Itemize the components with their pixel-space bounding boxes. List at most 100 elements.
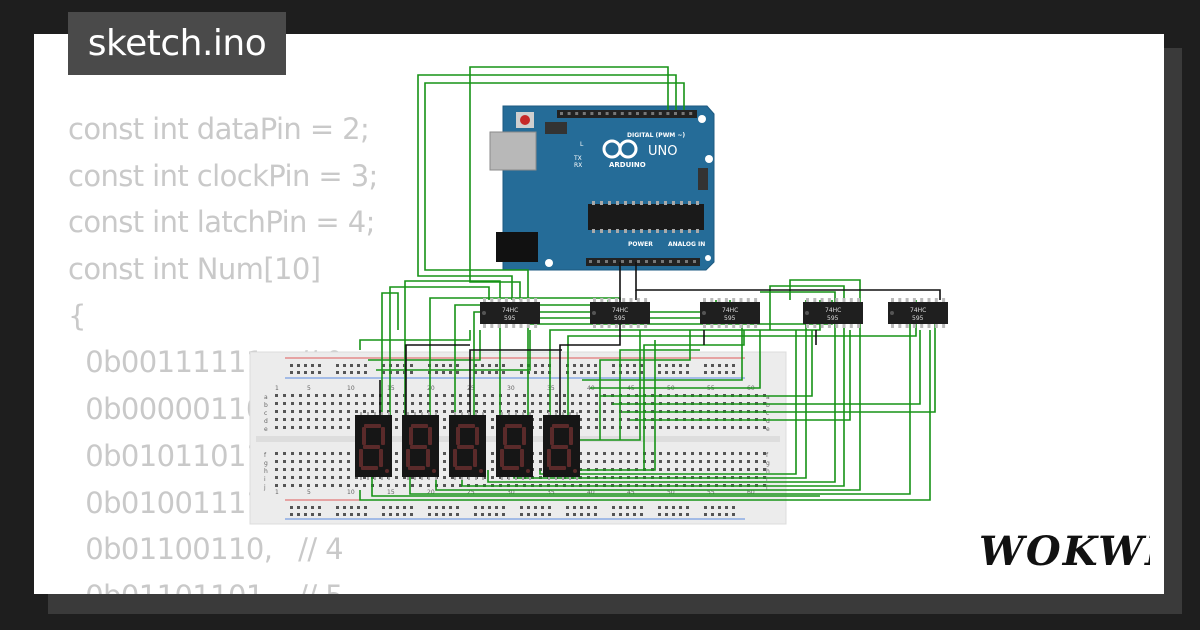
segment <box>381 427 385 445</box>
terminal-hole <box>587 418 590 421</box>
terminal-hole <box>387 484 390 487</box>
terminal-hole <box>339 452 342 455</box>
chip-pin <box>806 324 809 328</box>
row-letter: c <box>766 410 769 417</box>
chip-pin <box>912 324 916 328</box>
chip-pin <box>636 298 640 302</box>
rail-hole <box>382 506 385 509</box>
rail-hole <box>481 506 484 509</box>
display-pin <box>562 477 564 480</box>
rail-hole <box>520 513 523 516</box>
decimal-point <box>432 469 436 473</box>
display-pin <box>501 412 503 415</box>
chip-label: 595 <box>827 315 839 322</box>
terminal-hole <box>283 476 286 479</box>
terminal-hole <box>491 452 494 455</box>
terminal-hole <box>363 410 366 413</box>
terminal-hole <box>419 394 422 397</box>
chip-pin <box>519 324 523 328</box>
header-pin <box>653 260 656 263</box>
rail-hole <box>686 513 689 516</box>
terminal-hole <box>619 460 622 463</box>
rail-hole <box>474 364 477 367</box>
rail-hole <box>488 506 491 509</box>
terminal-hole <box>603 452 606 455</box>
rail-hole <box>396 506 399 509</box>
rail-hole <box>304 513 307 516</box>
chip-pin <box>624 201 627 205</box>
terminal-hole <box>307 460 310 463</box>
column-number: 20 <box>427 385 435 392</box>
header-pin <box>636 112 639 115</box>
terminal-hole <box>539 426 542 429</box>
terminal-hole <box>355 476 358 479</box>
terminal-hole <box>627 452 630 455</box>
chip-pin <box>732 324 736 328</box>
decimal-point <box>526 469 530 473</box>
terminal-hole <box>331 476 334 479</box>
rail-hole <box>725 364 728 367</box>
header-pin <box>560 112 563 115</box>
terminal-hole <box>371 410 374 413</box>
terminal-hole <box>747 460 750 463</box>
row-letter: b <box>264 402 268 409</box>
terminal-hole <box>539 410 542 413</box>
terminal-hole <box>763 468 766 471</box>
display-pin <box>508 412 510 415</box>
terminal-hole <box>579 394 582 397</box>
terminal-hole <box>587 394 590 397</box>
decimal-point <box>479 469 483 473</box>
terminal-hole <box>291 402 294 405</box>
rail-hole <box>410 371 413 374</box>
rail-hole <box>502 364 505 367</box>
terminal-hole <box>707 468 710 471</box>
row-letter: g <box>264 460 268 467</box>
terminal-hole <box>283 468 286 471</box>
rail-hole <box>318 364 321 367</box>
terminal-hole <box>507 402 510 405</box>
chip-pin <box>905 324 909 328</box>
chip-pin <box>717 324 721 328</box>
wire-green <box>359 330 471 350</box>
display-pin <box>461 412 463 415</box>
wire-green <box>612 330 921 405</box>
rail-hole <box>350 513 353 516</box>
terminal-hole <box>339 418 342 421</box>
rail-hole <box>626 364 629 367</box>
chip-label: 595 <box>614 315 626 322</box>
rail-hole <box>672 364 675 367</box>
wire-green <box>435 279 861 491</box>
rail-hole <box>435 371 438 374</box>
chip-pin <box>593 324 596 328</box>
terminal-hole <box>739 452 742 455</box>
sketch-title[interactable]: sketch.ino <box>68 12 286 75</box>
chip-pin <box>672 201 675 205</box>
chip-pin <box>600 298 604 302</box>
terminal-hole <box>563 402 566 405</box>
segment <box>408 466 425 470</box>
rail-hole <box>435 364 438 367</box>
chip-pin <box>512 298 516 302</box>
chip-pin <box>912 298 916 302</box>
terminal-hole <box>299 402 302 405</box>
wire-green <box>643 330 745 470</box>
rail-hole <box>449 513 452 516</box>
terminal-hole <box>707 460 710 463</box>
rail-hole <box>488 364 491 367</box>
terminal-hole <box>291 452 294 455</box>
rail-hole <box>290 506 293 509</box>
chip-pin <box>842 298 846 302</box>
display-pin <box>360 477 362 480</box>
rail-hole <box>718 371 721 374</box>
terminal-hole <box>323 402 326 405</box>
terminal-hole <box>315 484 318 487</box>
segment <box>379 449 383 467</box>
chip-pin <box>927 324 931 328</box>
rail-hole <box>290 371 293 374</box>
terminal-hole <box>419 476 422 479</box>
rail-hole <box>640 371 643 374</box>
rail-hole <box>304 506 307 509</box>
seven-segment-displays <box>355 412 580 480</box>
terminal-hole <box>299 452 302 455</box>
